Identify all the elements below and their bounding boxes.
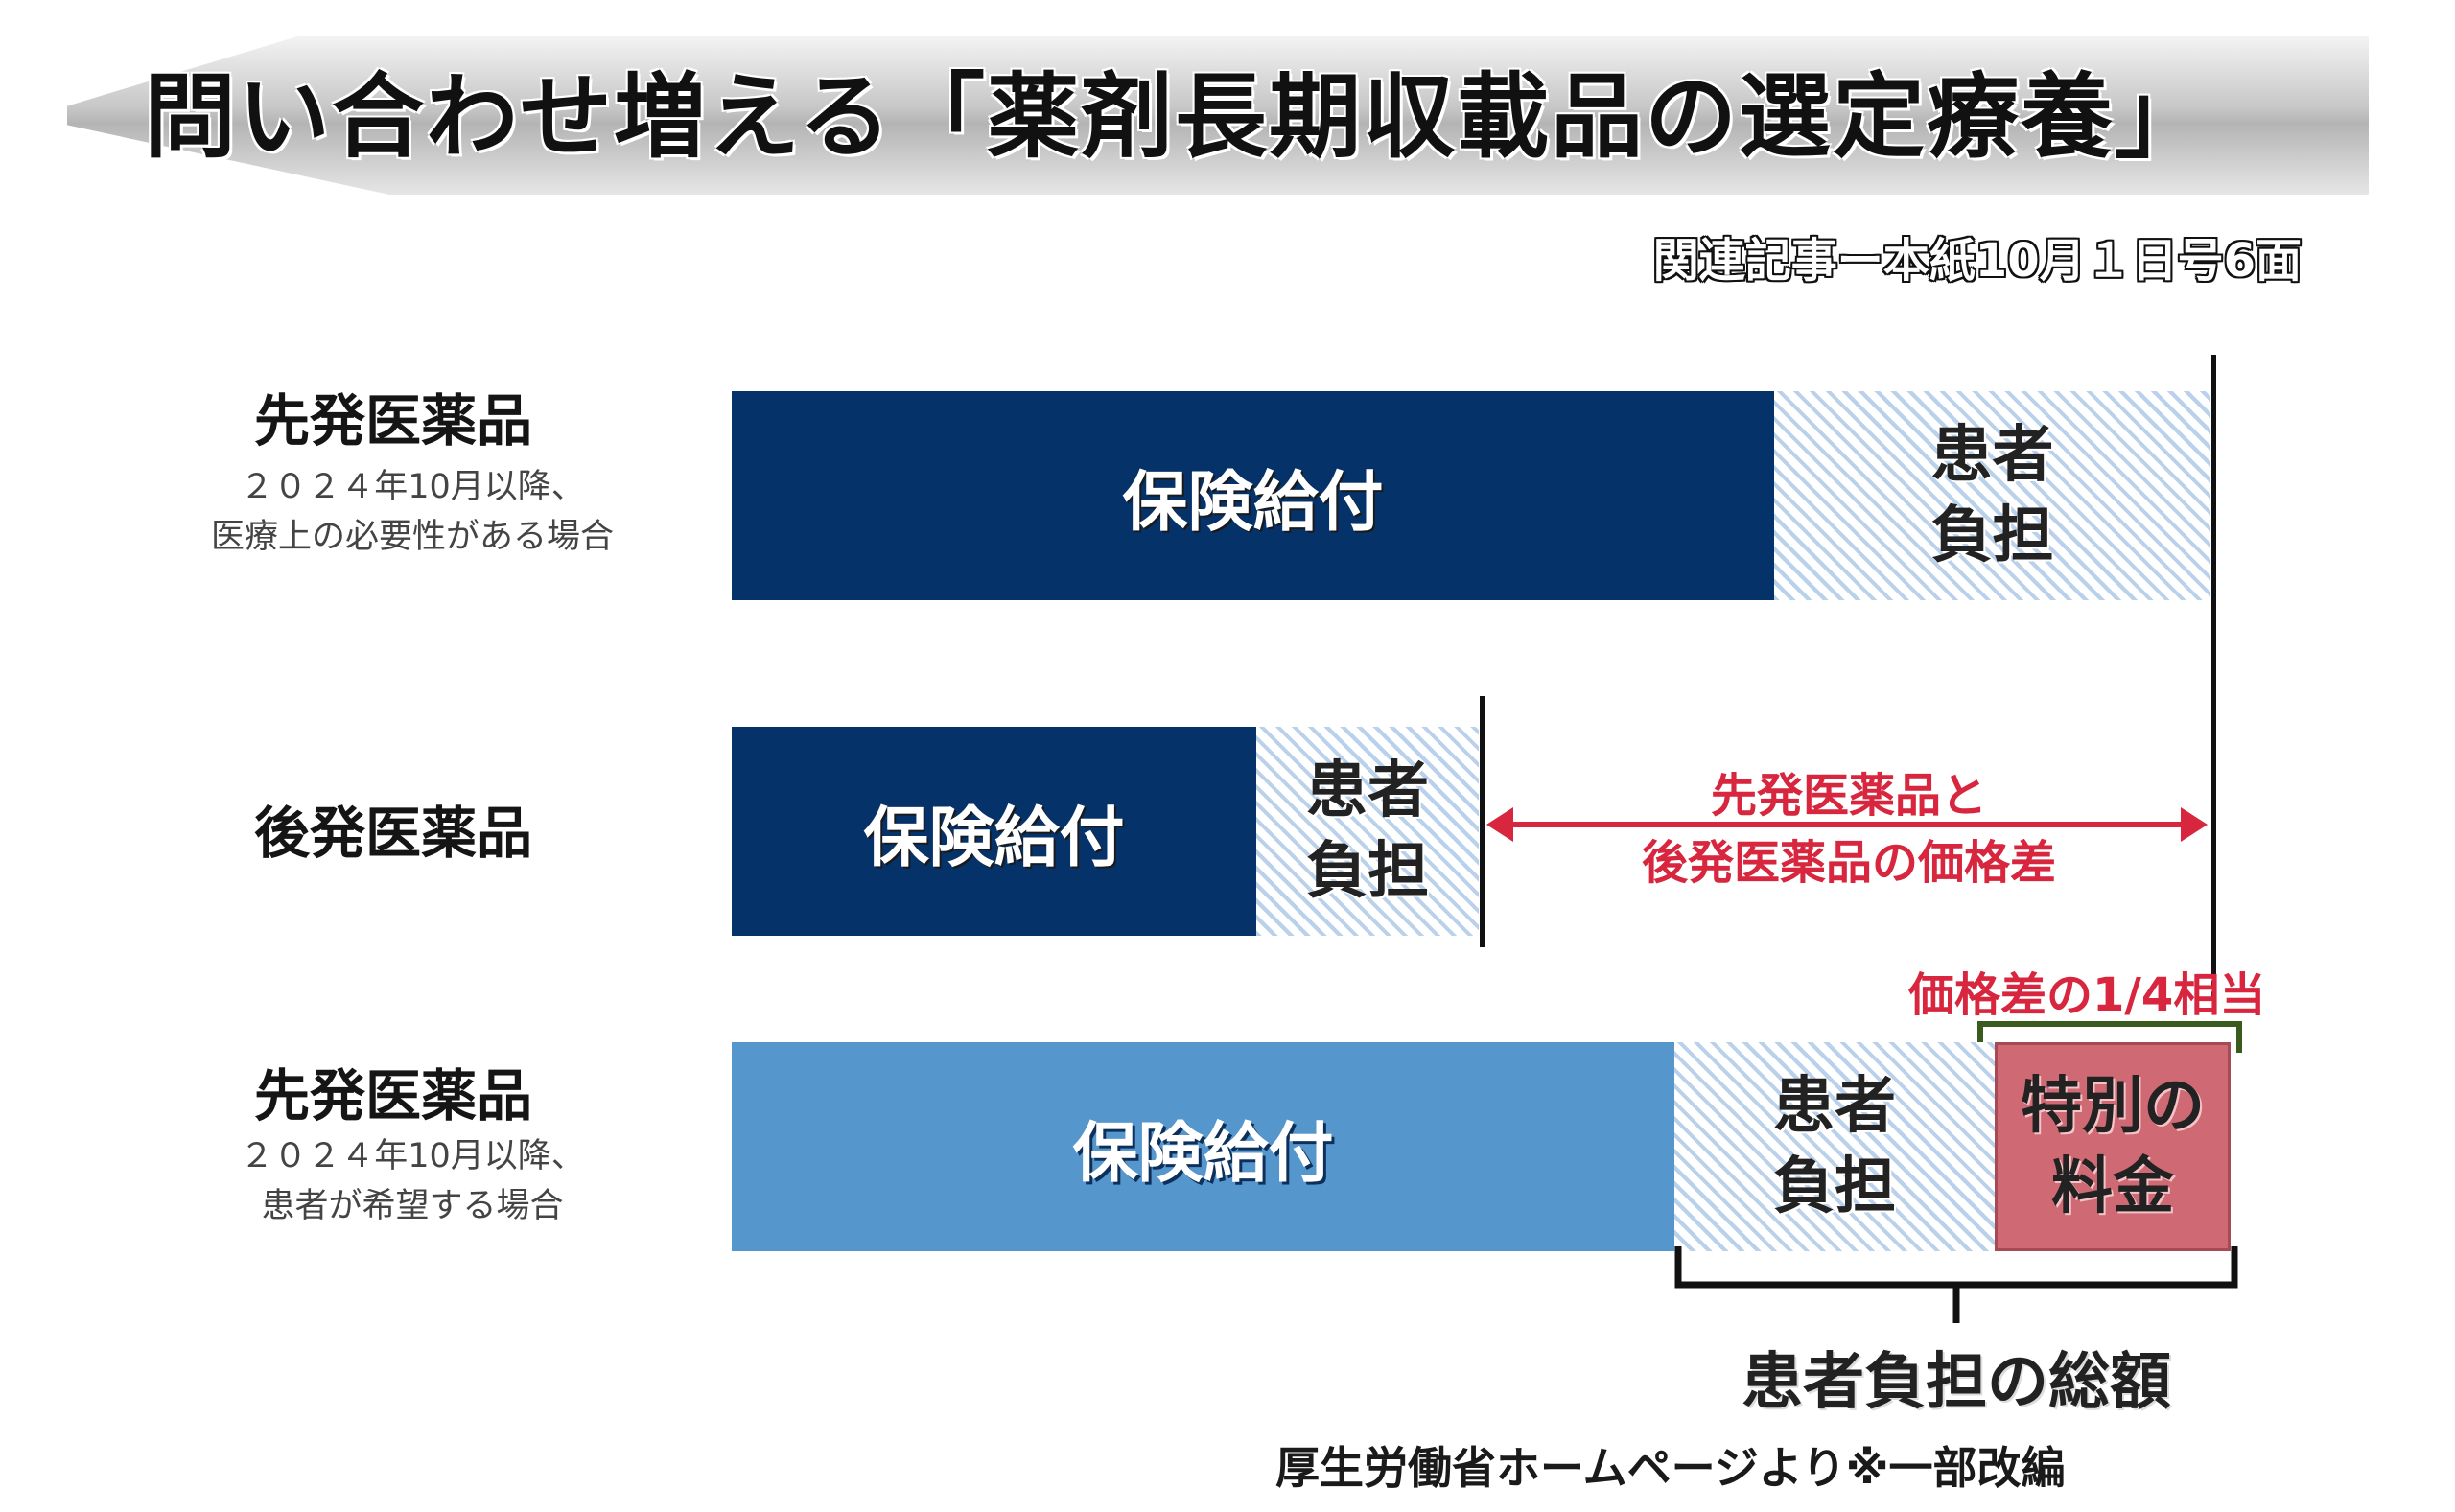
row3-condition-line1: ２０２４年10月以降、: [240, 1137, 585, 1175]
related-article-note: 関連記事ー本紙10月１日号6面: [1652, 234, 2302, 288]
price-diff-label-line2: 後発医薬品の価格差: [1641, 836, 2056, 890]
price-diff-label-line1: 先発医薬品と: [1710, 769, 1987, 823]
row3-condition-line2: 患者が希望する場合: [261, 1187, 564, 1225]
row3-insurance-label: 保険給付: [1072, 1115, 1334, 1192]
row1-insurance-bar: 保険給付: [732, 391, 1774, 600]
brand-price-line: [2211, 355, 2216, 1002]
source-note: 厚生労働省ホームページより※一部改編: [1275, 1442, 2066, 1494]
quarter-price-diff-label: 価格差の1/4相当: [1908, 968, 2266, 1022]
row1-condition-line1: ２０２４年10月以降、: [240, 468, 585, 506]
row3-special-line2: 料金: [2051, 1151, 2174, 1222]
row3-special-fee-bar: 特別の 料金: [1995, 1042, 2231, 1251]
row3-insurance-bar: 保険給付: [732, 1042, 1674, 1251]
total-bracket: [1674, 1246, 2238, 1323]
row3-special-line1: 特別の: [2021, 1071, 2205, 1142]
row3-special-fee-label: 特別の 料金: [2021, 1066, 2205, 1227]
title-banner: [67, 36, 2369, 195]
row2-insurance-bar: 保険給付: [732, 727, 1256, 936]
row1-condition-line2: 医療上の必要性がある場合: [210, 518, 614, 556]
row3-patient-bar: 患者 負担: [1674, 1042, 1995, 1251]
row1-patient-bar: 患者 負担: [1774, 391, 2210, 600]
total-patient-burden-label: 患者負担の総額: [1742, 1347, 2171, 1418]
page-title: 問い合わせ増える「薬剤長期収載品の選定療養」: [144, 63, 2210, 171]
row3-patient-line2: 負担: [1773, 1151, 1896, 1222]
quarter-bracket: [1977, 1021, 2242, 1053]
price-diff-arrow: [1486, 807, 2208, 842]
row2-patient-line1: 患者: [1306, 756, 1429, 826]
row3-patient-line1: 患者: [1773, 1071, 1896, 1142]
row2-insurance-label: 保険給付: [863, 800, 1125, 876]
row1-patient-label: 患者 負担: [1931, 415, 2054, 576]
row3-condition: ２０２４年10月以降、 患者が希望する場合: [105, 1131, 719, 1231]
row1-patient-line2: 負担: [1930, 500, 2054, 571]
generic-price-line: [1480, 696, 1485, 947]
row2-patient-bar: 患者 負担: [1256, 727, 1479, 936]
row2-patient-label: 患者 負担: [1306, 751, 1429, 912]
row3-patient-label: 患者 負担: [1773, 1066, 1896, 1227]
row3-label: 先発医薬品: [253, 1063, 532, 1128]
row2-label: 後発医薬品: [253, 801, 532, 866]
row1-patient-line1: 患者: [1930, 420, 2054, 491]
row2-patient-line2: 負担: [1306, 836, 1429, 907]
row1-condition: ２０２４年10月以降、 医療上の必要性がある場合: [105, 462, 719, 562]
row1-insurance-label: 保険給付: [1122, 464, 1384, 541]
row1-label: 先発医薬品: [253, 388, 532, 454]
